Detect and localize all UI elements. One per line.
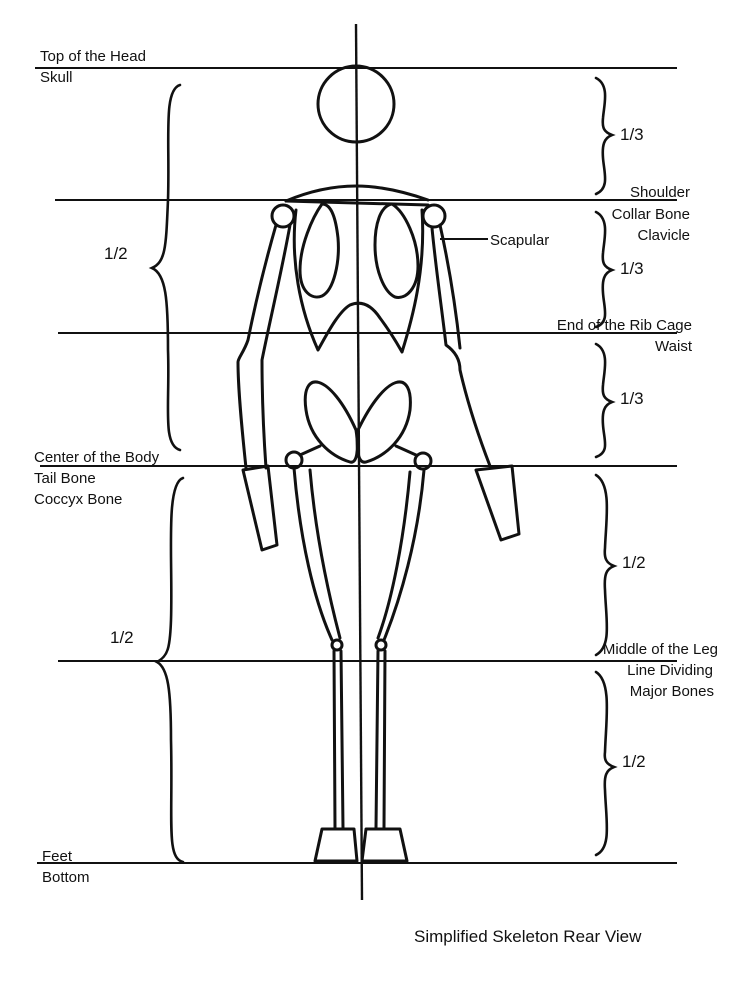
label-scapular: Scapular — [490, 232, 550, 249]
right-brace-waist — [594, 342, 616, 459]
right-hip-bone — [394, 444, 418, 457]
fraction-left-lower: 1/2 — [110, 628, 134, 647]
left-foot — [313, 827, 359, 863]
left-shin-outer — [332, 649, 337, 830]
label-tail-bone: Tail Bone — [34, 470, 96, 487]
center-vertical-line — [354, 23, 364, 901]
left-upper-arm — [236, 223, 278, 470]
right-knee-joint — [374, 638, 388, 652]
label-shoulder: Shoulder — [629, 184, 690, 201]
left-brace-lower — [154, 476, 185, 864]
right-brace-upper-leg — [594, 473, 618, 657]
right-hand — [474, 464, 521, 542]
pelvis-left-lobe — [303, 380, 359, 464]
label-top-of-head: Top of the Head — [40, 48, 146, 65]
label-clavicle: Clavicle — [637, 227, 690, 244]
label-feet: Feet — [42, 848, 73, 865]
right-shin-outer — [374, 649, 380, 830]
label-line-dividing: Line Dividing — [627, 662, 713, 679]
label-bottom: Bottom — [42, 869, 90, 886]
label-middle-of-leg: Middle of the Leg — [602, 641, 718, 658]
skull-shape — [316, 64, 396, 144]
right-thigh-outer — [382, 468, 426, 642]
clavicle-shape — [284, 184, 430, 203]
right-shin-inner — [382, 649, 387, 830]
fraction-right-chest: 1/3 — [620, 259, 644, 278]
left-scapula — [298, 202, 340, 299]
diagram-caption: Simplified Skeleton Rear View — [414, 927, 642, 946]
label-major-bones: Major Bones — [629, 683, 714, 700]
pelvis-right-lobe — [355, 380, 412, 464]
right-brace-chest — [594, 210, 616, 329]
right-scapula — [373, 202, 420, 299]
label-waist: Waist — [655, 338, 692, 355]
label-end-of-rib-cage: End of the Rib Cage — [556, 317, 692, 334]
left-thigh-outer — [292, 466, 334, 642]
left-hand — [241, 464, 279, 552]
fraction-right-head: 1/3 — [620, 125, 644, 144]
fraction-right-waist: 1/3 — [620, 389, 644, 408]
right-foot — [360, 827, 409, 863]
fraction-right-lower-leg: 1/2 — [622, 752, 646, 771]
label-center-of-body: Center of the Body — [34, 449, 160, 466]
rib-cage — [292, 208, 425, 354]
label-coccyx-bone: Coccyx Bone — [34, 491, 123, 508]
shoulder-line — [284, 199, 430, 207]
left-brace-upper — [148, 83, 182, 452]
label-skull: Skull — [40, 69, 73, 86]
left-arm-inner — [260, 223, 292, 470]
left-knee-joint — [330, 638, 344, 652]
left-hip-bone — [298, 444, 322, 457]
right-shoulder-joint — [421, 203, 447, 229]
label-collar-bone: Collar Bone — [611, 206, 690, 223]
right-upper-arm — [430, 226, 492, 468]
left-shin-inner — [339, 649, 345, 830]
fraction-right-upper-leg: 1/2 — [622, 553, 646, 572]
left-thigh-inner — [308, 468, 342, 640]
fraction-left-upper: 1/2 — [104, 244, 128, 263]
right-thigh-inner — [376, 470, 412, 640]
right-brace-head — [594, 76, 616, 196]
right-brace-lower-leg — [594, 670, 618, 857]
